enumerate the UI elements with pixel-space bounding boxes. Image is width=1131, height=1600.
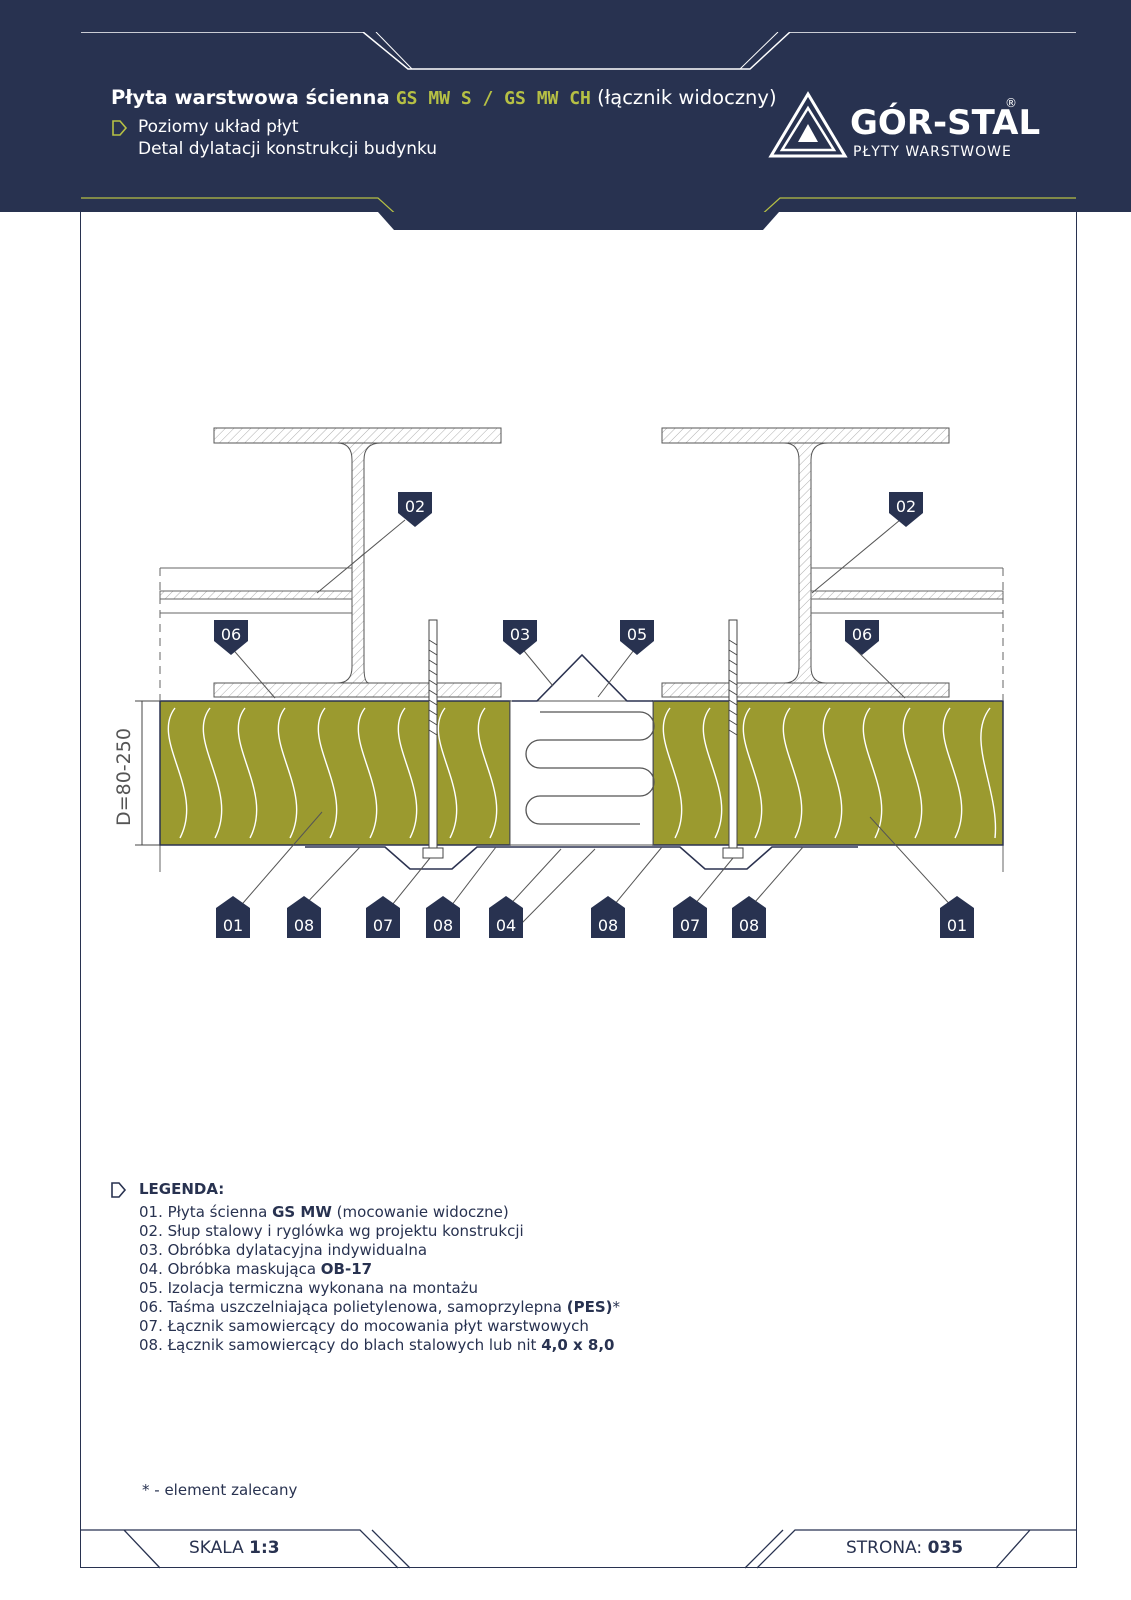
svg-text:06: 06 xyxy=(852,625,872,644)
svg-text:08: 08 xyxy=(598,916,618,935)
callout-tag-04: 04 xyxy=(489,896,523,938)
svg-text:08: 08 xyxy=(294,916,314,935)
callout-tag-07-right: 07 xyxy=(673,896,707,938)
recommended-note: * - element zalecany xyxy=(142,1481,298,1499)
svg-text:08: 08 xyxy=(433,916,453,935)
dimension-line xyxy=(135,700,160,846)
callout-tag-03: 03 xyxy=(503,620,537,655)
arrow-pointer-icon xyxy=(112,120,128,136)
legend-item: 08. Łącznik samowiercący do blach stalow… xyxy=(139,1336,615,1354)
header-decoration xyxy=(80,31,1077,230)
expansion-joint-drawing: D=80-250 02 02 06 03 05 06 01 08 07 08 0… xyxy=(113,427,1004,938)
legend-item: 03. Obróbka dylatacyjna indywidualna xyxy=(139,1241,428,1259)
steel-column-left xyxy=(213,427,502,698)
callout-tag-02-right: 02 xyxy=(889,492,923,527)
svg-text:06: 06 xyxy=(221,625,241,644)
legend-item: 02. Słup stalowy i ryglówka wg projektu … xyxy=(139,1222,524,1240)
legend-item: 06. Taśma uszczelniająca polietylenowa, … xyxy=(139,1298,621,1316)
callout-tag-05: 05 xyxy=(620,620,654,655)
callout-tag-02-left: 02 xyxy=(398,492,432,527)
legend-item: 01. Płyta ścienna GS MW (mocowanie widoc… xyxy=(139,1203,509,1221)
svg-text:01: 01 xyxy=(947,916,967,935)
callout-tag-06-left: 06 xyxy=(214,620,248,655)
girt-rails xyxy=(159,567,1004,872)
subtitle-layout: Poziomy układ płyt xyxy=(138,117,299,137)
page-number: STRONA: 035 xyxy=(846,1538,964,1558)
leader-lines xyxy=(229,519,956,926)
callout-tag-07-left: 07 xyxy=(366,896,400,938)
footer-decoration xyxy=(80,1529,1077,1569)
joint-site-insulation xyxy=(509,700,655,846)
legend-pointer-icon xyxy=(111,1182,127,1198)
expansion-flashing xyxy=(512,653,653,702)
legend-title: LEGENDA: xyxy=(139,1180,225,1198)
panel-fastener-left xyxy=(422,619,444,859)
callout-tag-06-right: 06 xyxy=(845,620,879,655)
svg-text:07: 07 xyxy=(373,916,393,935)
sandwich-panel-left xyxy=(159,700,511,846)
title-code: GS MW S / GS MW CH xyxy=(395,88,591,109)
masking-flashing xyxy=(305,846,858,870)
sandwich-panel-right xyxy=(652,700,1004,846)
svg-text:07: 07 xyxy=(680,916,700,935)
callout-tag-08-d: 08 xyxy=(732,896,766,938)
legend-item: 04. Obróbka maskująca OB-17 xyxy=(139,1260,373,1278)
gor-stal-logo-icon xyxy=(768,91,848,158)
header-band xyxy=(0,0,1131,212)
title-suffix: (łącznik widoczny) xyxy=(597,86,777,109)
steel-column-right xyxy=(661,427,950,698)
logo-registered: ® xyxy=(1005,96,1017,110)
svg-text:01: 01 xyxy=(223,916,243,935)
legend-item: 07. Łącznik samowiercący do mocowania pł… xyxy=(139,1317,589,1335)
callout-tag-01-left: 01 xyxy=(216,896,250,938)
callout-tag-01-right: 01 xyxy=(940,896,974,938)
logo-name: GÓR-STAL xyxy=(850,103,1041,143)
legend-item: 05. Izolacja termiczna wykonana na monta… xyxy=(139,1279,479,1297)
panel-fastener-right xyxy=(722,619,744,859)
page-title: Płyta warstwowa ścienna GS MW S / GS MW … xyxy=(111,86,777,109)
svg-text:08: 08 xyxy=(739,916,759,935)
svg-text:02: 02 xyxy=(896,497,916,516)
scale-label: SKALA 1:3 xyxy=(189,1538,280,1558)
svg-text:04: 04 xyxy=(496,916,516,935)
dimension-label: D=80-250 xyxy=(113,728,135,826)
callout-tag-08-a: 08 xyxy=(287,896,321,938)
logo-tagline: PŁYTY WARSTWOWE xyxy=(853,144,1012,160)
callout-tag-08-c: 08 xyxy=(591,896,625,938)
svg-text:02: 02 xyxy=(405,497,425,516)
svg-text:05: 05 xyxy=(627,625,647,644)
callout-tag-08-b: 08 xyxy=(426,896,460,938)
svg-text:03: 03 xyxy=(510,625,530,644)
page-frame xyxy=(80,31,1077,1568)
title-prefix: Płyta warstwowa ścienna xyxy=(111,86,390,109)
subtitle-detail: Detal dylatacji konstrukcji budynku xyxy=(138,139,438,159)
